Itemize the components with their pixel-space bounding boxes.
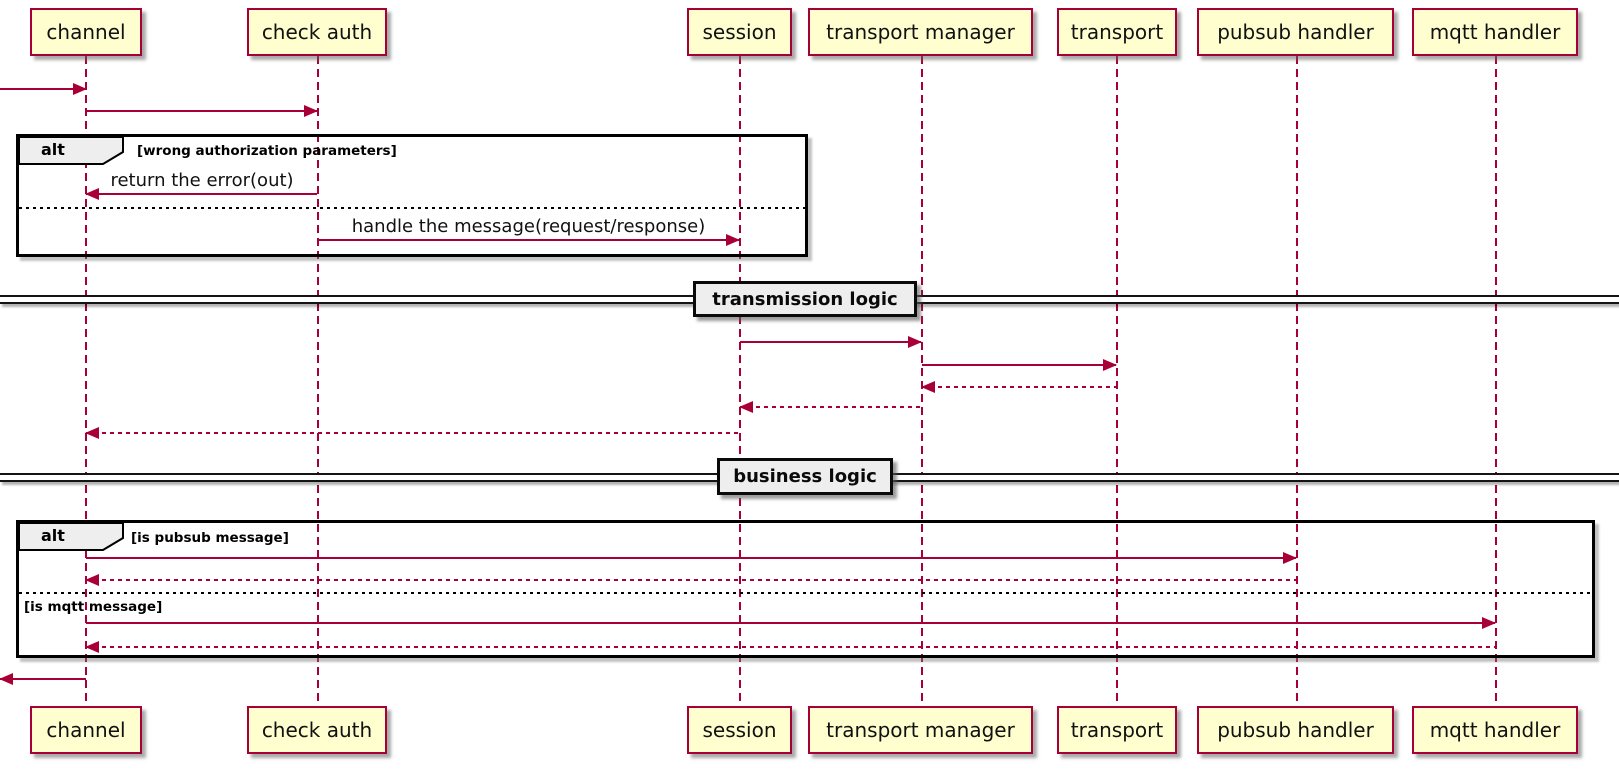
participant-top-check-auth: check auth — [247, 8, 387, 56]
arrow-line — [86, 557, 1296, 559]
arrowhead-left-icon — [85, 188, 99, 200]
lifeline-check-auth — [317, 56, 319, 706]
divider-label-transmission-logic: transmission logic — [693, 281, 917, 317]
participant-bottom-session: session — [687, 706, 792, 754]
participant-label: pubsub handler — [1217, 20, 1374, 44]
message-arrow-handle-message — [318, 234, 740, 246]
message-label-return-error: return the error(out) — [110, 170, 294, 191]
arrow-line — [86, 432, 739, 434]
message-arrow-channel-to-outside — [0, 673, 86, 685]
message-arrow-into-channel — [0, 83, 87, 95]
participant-top-pubsub-handler: pubsub handler — [1197, 8, 1394, 56]
alt-condition: [wrong authorization parameters] — [137, 143, 397, 159]
divider-text: transmission logic — [712, 288, 898, 310]
arrow-line — [86, 622, 1495, 624]
participant-label: session — [702, 20, 777, 44]
arrowhead-right-icon — [73, 83, 87, 95]
alt-frame-auth: alt [wrong authorization parameters] — [16, 134, 808, 257]
participant-label: transport manager — [826, 20, 1015, 44]
arrow-line — [0, 678, 86, 680]
message-arrow-channel-to-pubsub — [86, 552, 1297, 564]
divider-label-business-logic: business logic — [717, 458, 893, 495]
arrow-line — [740, 406, 921, 408]
arrowhead-right-icon — [1103, 359, 1117, 371]
message-arrow-mqtt-return-channel — [85, 641, 1495, 653]
arrow-line — [86, 646, 1495, 648]
participant-label: transport — [1070, 20, 1164, 44]
arrowhead-left-icon — [85, 641, 99, 653]
arrowhead-left-icon — [739, 401, 753, 413]
arrow-line — [0, 88, 86, 90]
participant-bottom-pubsub-handler: pubsub handler — [1197, 706, 1394, 754]
arrow-line — [740, 341, 921, 343]
alt-else-divider — [19, 592, 1592, 594]
participant-top-mqtt-handler: mqtt handler — [1412, 8, 1578, 56]
participant-top-transport-manager: transport manager — [808, 8, 1033, 56]
divider-text: business logic — [733, 466, 877, 487]
message-arrow-session-return-channel — [85, 427, 739, 439]
message-arrow-return-error — [85, 188, 317, 200]
message-arrow-tm-to-transport — [922, 359, 1117, 371]
participant-label: transport manager — [826, 718, 1015, 742]
participant-label: pubsub handler — [1217, 718, 1374, 742]
participant-bottom-transport-manager: transport manager — [808, 706, 1033, 754]
lifeline-mqtt-handler — [1495, 56, 1497, 706]
participant-label: mqtt handler — [1429, 718, 1561, 742]
arrowhead-right-icon — [1283, 552, 1297, 564]
arrow-line — [86, 110, 317, 112]
alt-operator: alt — [41, 526, 65, 545]
arrowhead-left-icon — [85, 427, 99, 439]
participant-top-transport: transport — [1057, 8, 1177, 56]
participant-bottom-check-auth: check auth — [247, 706, 387, 754]
lifeline-pubsub-handler — [1296, 56, 1298, 706]
participant-label: session — [702, 718, 777, 742]
arrow-line — [86, 579, 1296, 581]
arrow-line — [922, 364, 1116, 366]
lifeline-transport — [1116, 56, 1118, 706]
participant-bottom-transport: transport — [1057, 706, 1177, 754]
participant-label: channel — [46, 20, 126, 44]
alt-operator-pentagon-icon — [19, 137, 124, 165]
arrowhead-right-icon — [908, 336, 922, 348]
arrowhead-right-icon — [304, 105, 318, 117]
participant-bottom-channel: channel — [30, 706, 142, 754]
message-arrow-tm-return-session — [739, 401, 921, 413]
alt-operator: alt — [41, 140, 65, 159]
participant-label: mqtt handler — [1429, 20, 1561, 44]
participant-label: channel — [46, 718, 126, 742]
arrow-line — [86, 193, 317, 195]
message-arrow-pubsub-return-channel — [85, 574, 1296, 586]
participant-label: check auth — [261, 20, 373, 44]
arrow-line — [922, 386, 1116, 388]
participant-bottom-mqtt-handler: mqtt handler — [1412, 706, 1578, 754]
arrowhead-right-icon — [1482, 617, 1496, 629]
participant-top-session: session — [687, 8, 792, 56]
message-arrow-session-to-tm — [740, 336, 922, 348]
message-arrow-transport-return-tm — [921, 381, 1116, 393]
arrowhead-left-icon — [0, 673, 13, 685]
alt-condition: [is mqtt message] — [24, 599, 163, 615]
message-label-handle-message: handle the message(request/response) — [351, 216, 706, 237]
arrowhead-left-icon — [85, 574, 99, 586]
lifeline-session — [739, 56, 741, 706]
lifeline-channel — [85, 56, 87, 706]
participant-top-channel: channel — [30, 8, 142, 56]
participant-label: transport — [1070, 718, 1164, 742]
arrowhead-right-icon — [726, 234, 740, 246]
alt-condition: [is pubsub message] — [131, 530, 289, 546]
alt-operator-pentagon-icon — [19, 523, 124, 551]
arrowhead-left-icon — [921, 381, 935, 393]
alt-else-divider — [19, 207, 805, 209]
message-arrow-channel-to-mqtt — [86, 617, 1496, 629]
participant-label: check auth — [261, 718, 373, 742]
message-arrow-channel-to-check-auth — [86, 105, 318, 117]
alt-frame-message-type: alt [is pubsub message] [is mqtt message… — [16, 520, 1595, 658]
arrow-line — [318, 239, 739, 241]
